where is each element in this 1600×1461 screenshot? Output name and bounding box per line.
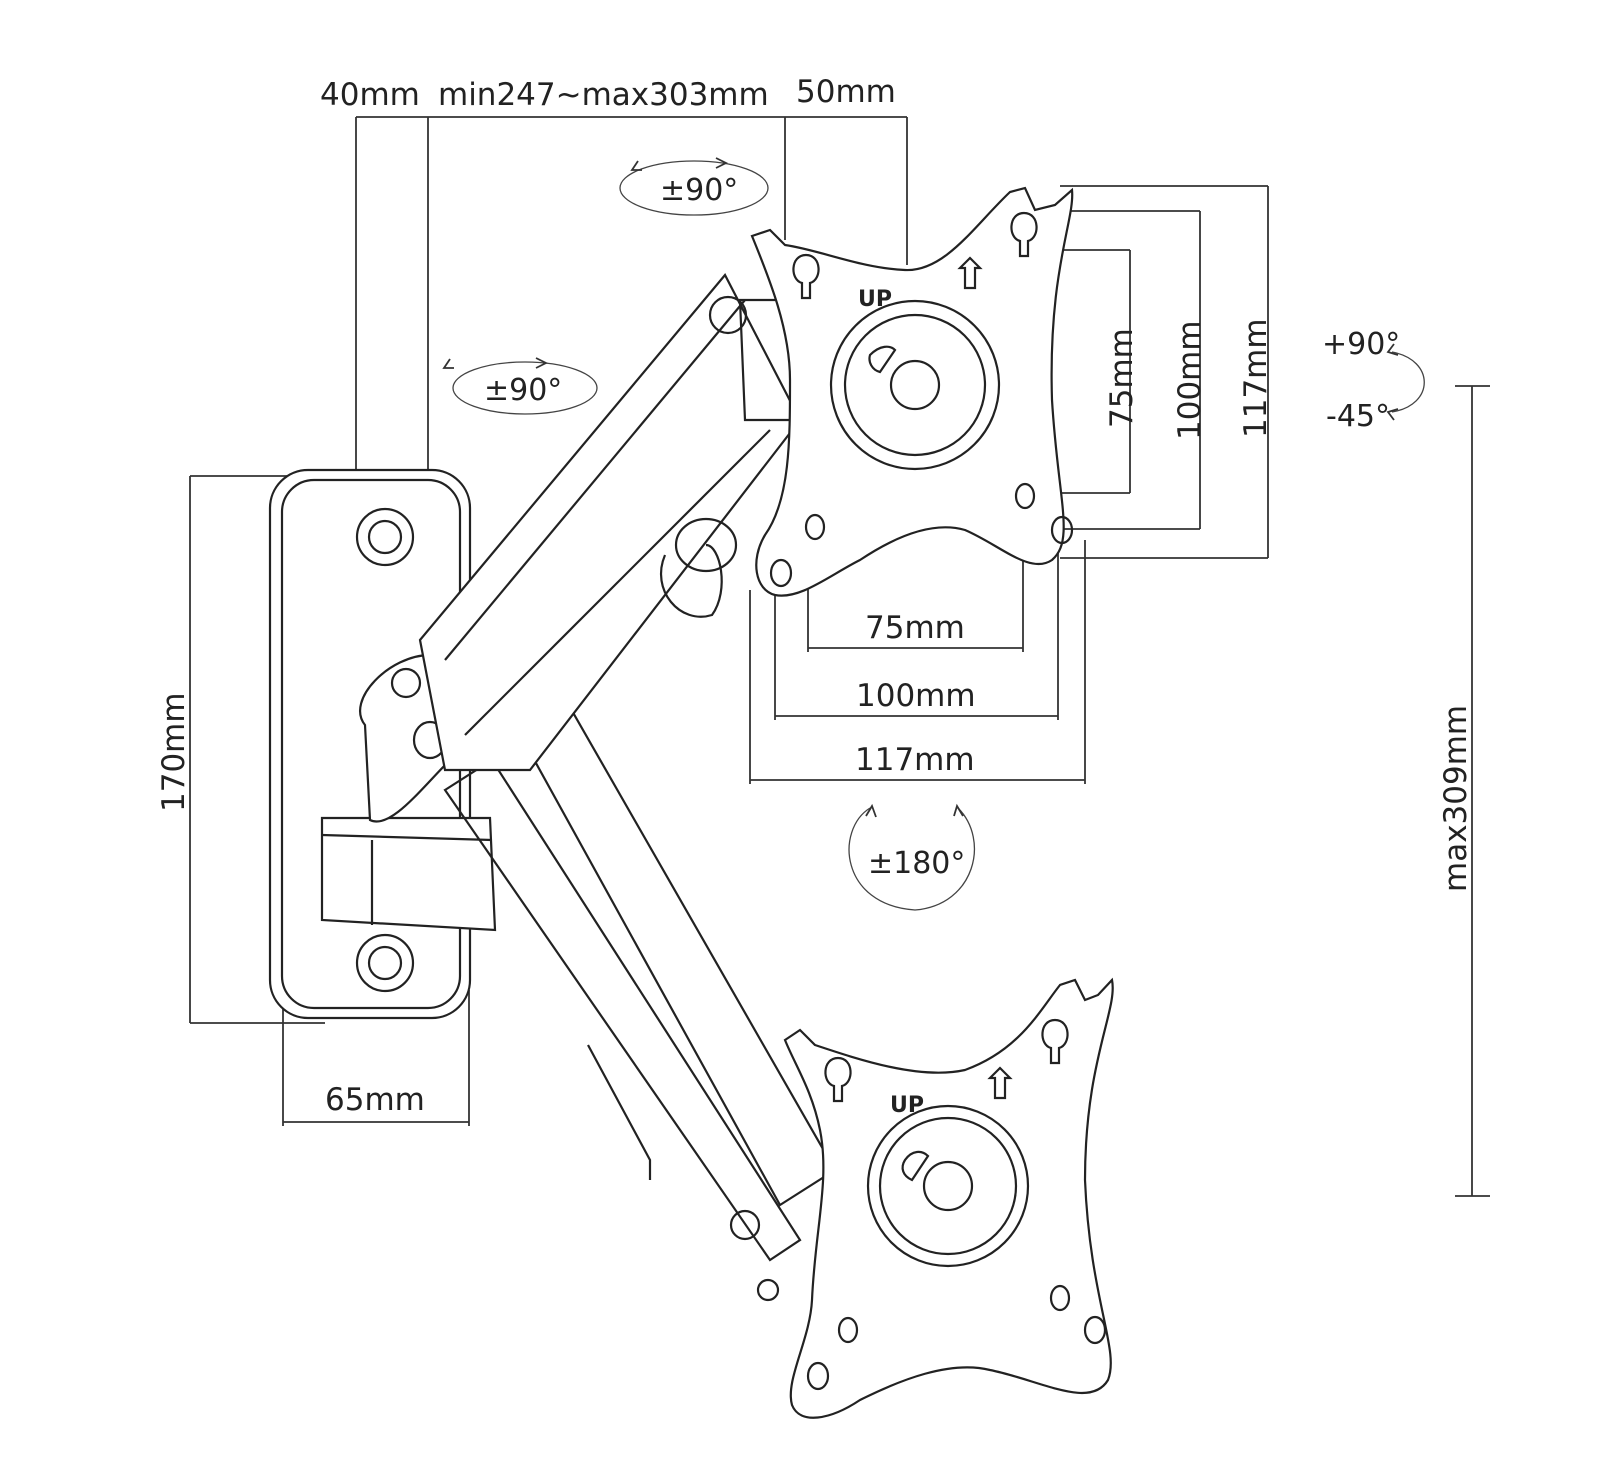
- dim-max-height: max309mm: [1438, 705, 1474, 892]
- rotation-arrows: [442, 157, 1425, 911]
- swivel-arc-top: [619, 160, 769, 216]
- up-arrow-icon: [987, 1066, 1013, 1100]
- lower-vesa-plate: UP: [783, 977, 1114, 1419]
- lock-knob-icon: [901, 1150, 930, 1182]
- up-arrow-icon: [957, 256, 983, 290]
- arrow-head-icon: [630, 160, 642, 171]
- tilt-arc: [1391, 351, 1425, 413]
- rot-rotation: ±180°: [868, 846, 965, 881]
- mount-hole-icon: [1083, 1315, 1107, 1345]
- upper-arm: [418, 273, 802, 772]
- rot-tilt-down: -45°: [1326, 399, 1390, 434]
- mount-hole-icon: [1014, 482, 1036, 510]
- dim-vesa-h-100: 100mm: [856, 678, 976, 714]
- screw-hole-icon: [355, 507, 415, 567]
- arrow-head-icon: [715, 157, 729, 169]
- keyhole-icon: [792, 253, 820, 300]
- lower-plate-up-label: UP: [890, 1093, 924, 1118]
- dim-vesa-v-75: 75mm: [1104, 328, 1140, 428]
- keyhole-icon: [824, 1056, 852, 1103]
- rotation-labels: ±90° ±90° +90° -45° ±180°: [484, 173, 1400, 881]
- arrow-head-icon: [535, 357, 549, 369]
- rot-top-swivel: ±90°: [660, 173, 738, 208]
- mount-hole-icon: [769, 558, 793, 588]
- dim-vesa-v-117: 117mm: [1238, 318, 1274, 438]
- center-boss-icon: [889, 359, 941, 411]
- arrow-head-icon: [1386, 408, 1399, 421]
- dimension-lines: [189, 116, 1490, 1197]
- dimension-labels: 40mm min247~max303mm 50mm 170mm 65mm 75m…: [156, 74, 1474, 1118]
- rot-arm-swivel: ±90°: [484, 373, 562, 408]
- dim-vesa-h-117: 117mm: [855, 742, 975, 778]
- mount-hole-icon: [804, 513, 826, 541]
- dim-top-middle: min247~max303mm: [438, 77, 769, 113]
- dim-vesa-h-75: 75mm: [865, 610, 965, 646]
- dim-plate-width: 65mm: [325, 1082, 425, 1118]
- keyhole-icon: [1010, 211, 1038, 258]
- mount-hole-icon: [837, 1316, 859, 1344]
- mount-hole-icon: [1049, 1284, 1071, 1312]
- center-boss-icon: [922, 1160, 974, 1212]
- arrow-head-icon: [1386, 343, 1399, 356]
- bolt-icon: [729, 1209, 761, 1241]
- pivot-bolt-icon: [708, 295, 748, 335]
- dim-vesa-v-100: 100mm: [1172, 320, 1208, 440]
- keyhole-icon: [1041, 1018, 1069, 1065]
- lock-knob-icon: [868, 345, 897, 374]
- arrow-head-icon: [865, 803, 877, 818]
- upper-vesa-plate: UP: [750, 186, 1074, 597]
- arrow-head-icon: [442, 358, 454, 369]
- screw-hole-icon: [355, 933, 415, 993]
- rotation-arc: [848, 807, 976, 911]
- upper-plate-up-label: UP: [858, 287, 892, 312]
- swivel-arc-arm: [452, 361, 598, 415]
- pivot-bolt-icon: [390, 667, 422, 699]
- mount-hole-icon: [806, 1361, 830, 1391]
- arrow-head-icon: [953, 803, 964, 817]
- dim-plate-height: 170mm: [156, 692, 192, 812]
- dim-top-right: 50mm: [796, 74, 896, 110]
- rot-tilt-up: +90°: [1322, 327, 1400, 362]
- mount-hole-icon: [1050, 515, 1074, 545]
- dim-top-left: 40mm: [320, 77, 420, 113]
